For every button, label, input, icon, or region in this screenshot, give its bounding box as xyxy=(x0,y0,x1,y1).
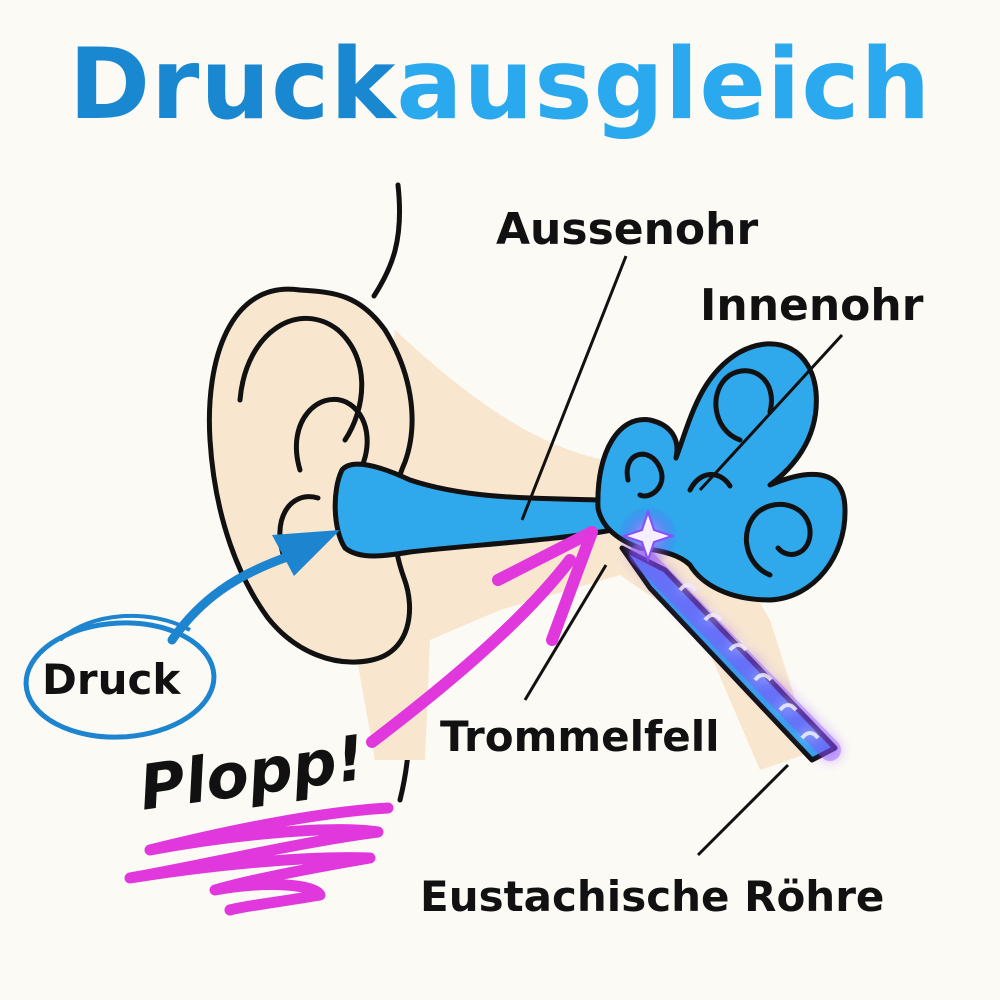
glow-effect xyxy=(629,544,841,761)
antihelix-line xyxy=(293,396,370,473)
eustachian-leader xyxy=(696,763,790,857)
label-eardrum: Trommelfell xyxy=(440,712,720,761)
label-pressure: Druck xyxy=(42,655,181,704)
outer-ear-leader xyxy=(520,255,628,521)
title-part-druck: Druck xyxy=(68,28,397,142)
ear-canal xyxy=(332,461,615,559)
title-part-ausgleich: ausgleich xyxy=(396,28,932,142)
pressure-arrow-head xyxy=(272,530,340,576)
semicircular-canal-line xyxy=(713,368,774,443)
cochlea-spiral-line xyxy=(743,501,813,578)
vestibule-line xyxy=(624,451,665,499)
helix-line xyxy=(237,316,365,443)
pop-arrow-icon xyxy=(366,554,576,748)
label-outer-ear: Aussenohr xyxy=(496,204,759,255)
page-title: Druckausgleich xyxy=(0,28,1000,142)
sparkle-icon xyxy=(620,508,676,564)
pressure-ellipse xyxy=(23,620,217,740)
ossicle-line xyxy=(687,472,733,493)
label-eustachian-tube: Eustachische Röhre xyxy=(420,872,885,921)
eardrum-leader xyxy=(523,564,608,701)
pressure-ellipse-tail xyxy=(58,613,191,642)
scribble-decoration xyxy=(124,802,394,916)
inner-ear-leader xyxy=(698,333,844,492)
head-outline xyxy=(371,182,403,299)
pop-arrow-head xyxy=(492,526,598,646)
label-inner-ear: Innenohr xyxy=(700,280,924,331)
